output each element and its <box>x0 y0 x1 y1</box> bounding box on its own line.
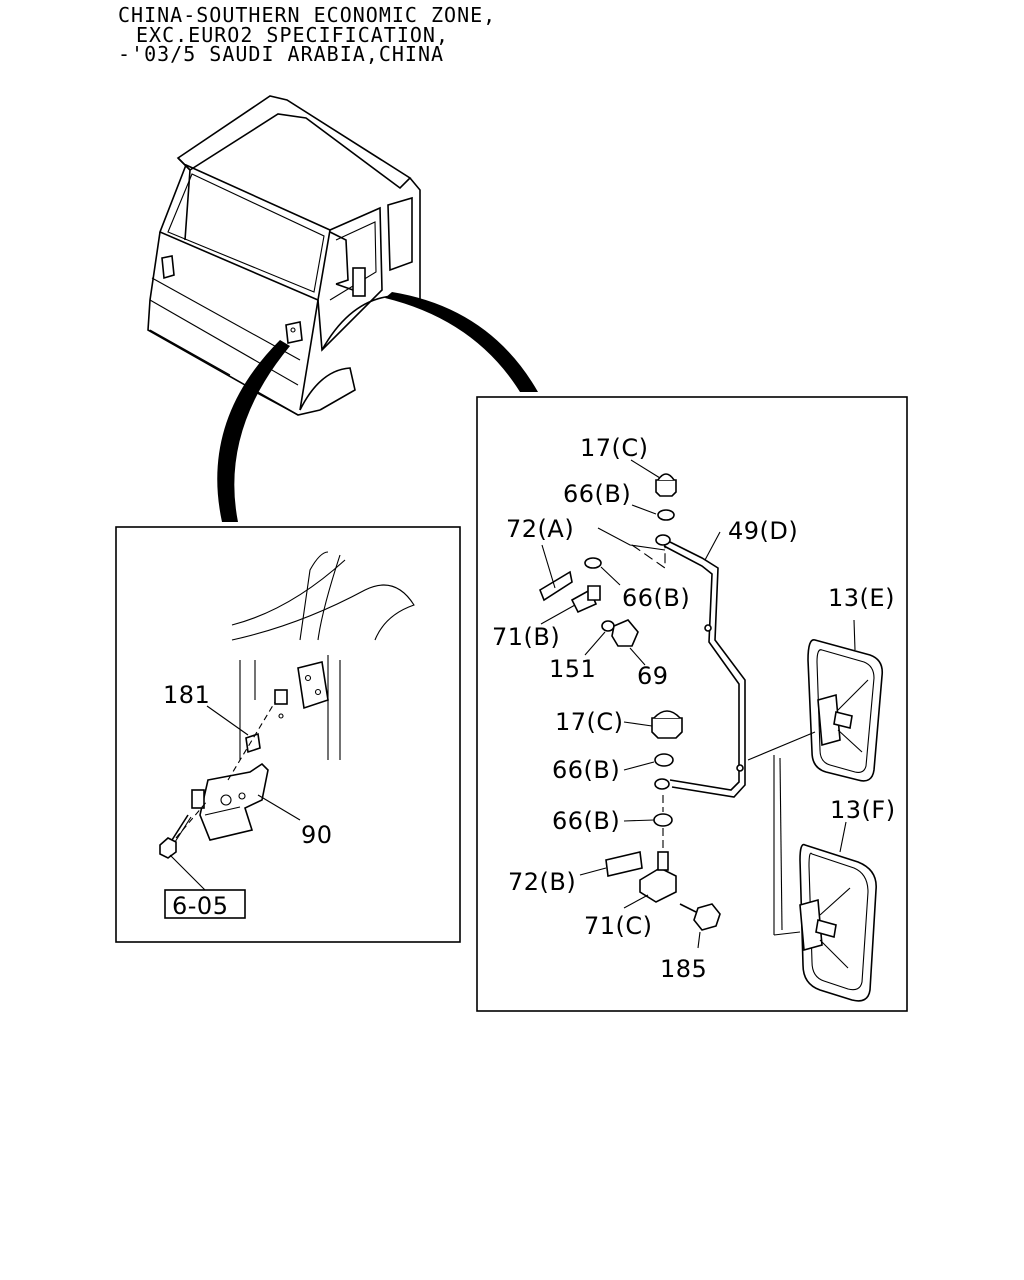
truck-cab-illustration <box>147 95 421 416</box>
label-90: 90 <box>301 821 333 849</box>
left-panel-labels: 181 90 6-05 <box>163 681 333 920</box>
callout-swoosh-left <box>217 340 290 522</box>
label-72a: 72(A) <box>506 515 574 543</box>
label-181: 181 <box>163 681 210 709</box>
label-17c-top: 17(C) <box>580 434 649 462</box>
label-66b-2: 66(B) <box>622 584 690 612</box>
label-13f: 13(F) <box>830 796 896 824</box>
label-49d: 49(D) <box>728 517 798 545</box>
label-66b-4: 66(B) <box>552 807 620 835</box>
label-71b: 71(B) <box>492 623 560 651</box>
label-185: 185 <box>660 955 707 983</box>
header-line-3: -'03/5 SAUDI ARABIA,CHINA <box>118 42 444 66</box>
label-151: 151 <box>549 655 596 683</box>
right-panel-drawing <box>539 459 884 1002</box>
right-detail-panel <box>476 396 908 1012</box>
reference-box <box>164 889 246 919</box>
left-detail-panel <box>115 526 461 943</box>
label-71c: 71(C) <box>584 912 653 940</box>
header-line-2: EXC.EURO2 SPECIFICATION, <box>136 23 449 47</box>
header: CHINA-SOUTHERN ECONOMIC ZONE, EXC.EURO2 … <box>118 3 496 66</box>
label-13e: 13(E) <box>828 584 895 612</box>
header-line-1: CHINA-SOUTHERN ECONOMIC ZONE, <box>118 3 496 27</box>
label-69: 69 <box>637 662 669 690</box>
reference-label-6-05: 6-05 <box>172 892 228 920</box>
label-17c-mid: 17(C) <box>555 708 624 736</box>
label-66b-3: 66(B) <box>552 756 620 784</box>
callout-swoosh-right <box>385 292 538 392</box>
left-panel-drawing <box>159 551 415 891</box>
right-panel-labels: 17(C) 66(B) 72(A) 49(D) 66(B) 13(E) 71(B… <box>492 434 896 983</box>
label-72b: 72(B) <box>508 868 576 896</box>
label-66b-1: 66(B) <box>563 480 631 508</box>
